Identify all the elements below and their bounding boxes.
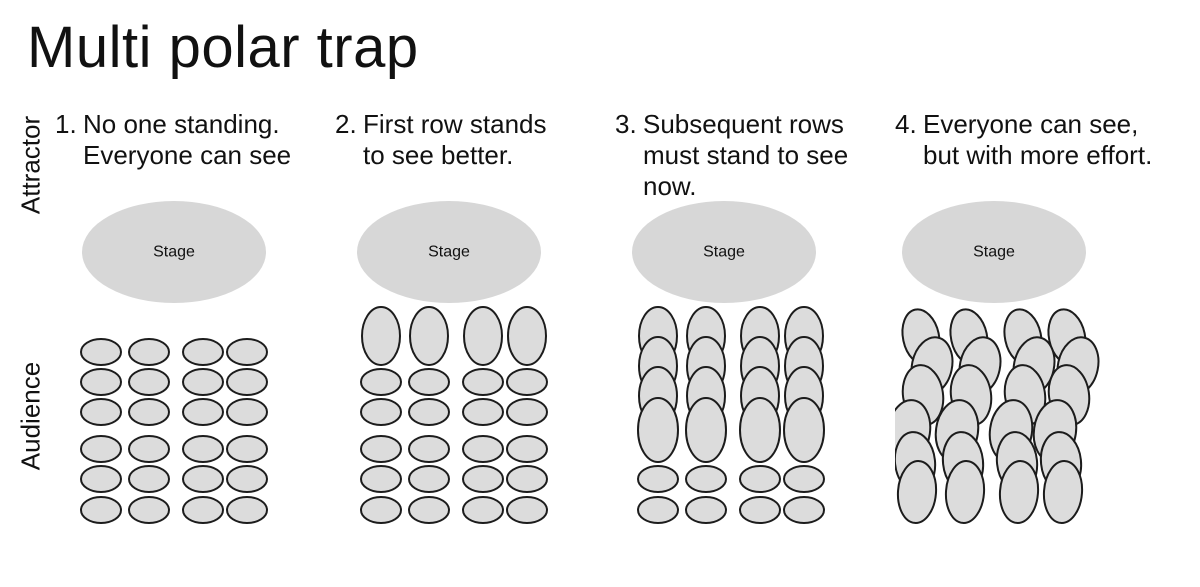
audience-member-ellipse-sitting [360,368,402,396]
audience-member-ellipse-standing [409,306,449,366]
audience-axis-label: Audience [15,361,46,471]
panel-2-caption-text: First row stands to see better. [363,109,547,170]
audience-member-ellipse-sitting [226,496,268,524]
stage-label: Stage [428,244,470,261]
stage-label: Stage [153,244,195,261]
panel-1-caption-text: No one standing. Everyone can see [83,109,292,170]
audience-member-ellipse-sitting [506,398,548,426]
audience-member-ellipse-sitting [408,435,450,463]
audience-member-ellipse-sitting [637,496,679,524]
panel-3-caption: 3.Subsequent rows must stand to see now. [615,109,848,202]
stage-ellipse [902,201,1086,303]
audience-member-ellipse-sitting [80,465,122,493]
audience-member-ellipse-sitting [226,465,268,493]
audience-member-ellipse-standing [1042,460,1084,524]
audience-member-ellipse-sitting [128,465,170,493]
audience-member-ellipse-sitting [128,338,170,366]
audience-member-ellipse-sitting [80,398,122,426]
audience-member-ellipse-sitting [462,398,504,426]
audience-member-ellipse-sitting [360,496,402,524]
audience-member-ellipse-sitting [80,496,122,524]
audience-member-ellipse-sitting [739,465,781,493]
audience-member-ellipse-sitting [226,368,268,396]
stage-label: Stage [973,244,1015,261]
audience-member-ellipse-standing [463,306,503,366]
audience-member-ellipse-sitting [408,496,450,524]
audience-member-ellipse-sitting [128,435,170,463]
panel-1-caption: 1.No one standing. Everyone can see [55,109,291,171]
audience-member-ellipse-sitting [182,338,224,366]
audience-member-ellipse-sitting [462,435,504,463]
audience-member-ellipse-sitting [685,465,727,493]
panel-3-scene: Stage [632,201,825,524]
panel-4-scene: Stage [895,201,1100,524]
panel-1-scene: Stage [80,201,268,524]
panel-2-caption: 2.First row stands to see better. [335,109,547,171]
audience-member-ellipse-standing [783,397,825,463]
audience-member-ellipse-sitting [685,496,727,524]
panel-4-caption: 4.Everyone can see, but with more effort… [895,109,1152,171]
stage-ellipse [357,201,541,303]
audience-member-ellipse-sitting [226,398,268,426]
audience-member-ellipse-sitting [462,496,504,524]
page-title: Multi polar trap [27,15,419,80]
audience-member-ellipse-sitting [182,465,224,493]
panel-3: 3.Subsequent rows must stand to see now.… [615,0,895,587]
audience-member-ellipse-sitting [80,368,122,396]
audience-member-ellipse-sitting [182,435,224,463]
audience-member-ellipse-sitting [408,368,450,396]
audience-member-ellipse-sitting [182,398,224,426]
stage-ellipse [632,201,816,303]
panel-2: 2.First row stands to see better. Stage [335,0,615,587]
audience-member-ellipse-standing [739,397,781,463]
audience-member-ellipse-sitting [80,435,122,463]
panel-2-scene: Stage [357,201,548,524]
audience-member-ellipse-sitting [360,398,402,426]
audience-member-ellipse-standing [507,306,547,366]
audience-member-ellipse-sitting [637,465,679,493]
stage-ellipse [82,201,266,303]
audience-member-ellipse-sitting [226,338,268,366]
audience-member-ellipse-sitting [462,368,504,396]
audience-member-ellipse-sitting [408,465,450,493]
audience-member-ellipse-sitting [182,368,224,396]
panel-4-number: 4. [895,109,917,139]
audience-member-ellipse-standing [637,397,679,463]
audience-member-ellipse-sitting [739,496,781,524]
audience-member-ellipse-sitting [462,465,504,493]
audience-member-ellipse-sitting [128,398,170,426]
audience-member-ellipse-sitting [506,496,548,524]
audience-member-ellipse-standing [998,460,1040,524]
audience-member-ellipse-sitting [783,496,825,524]
stage-label: Stage [703,244,745,261]
panel-1-number: 1. [55,109,77,139]
audience-member-ellipse-sitting [226,435,268,463]
audience-member-ellipse-standing [361,306,401,366]
audience-member-ellipse-standing [685,397,727,463]
audience-member-ellipse-sitting [783,465,825,493]
audience-member-ellipse-sitting [360,465,402,493]
audience-member-ellipse-standing [944,460,986,524]
audience-member-ellipse-sitting [128,368,170,396]
audience-member-ellipse-standing [896,460,938,524]
audience-member-ellipse-sitting [506,368,548,396]
audience-member-ellipse-sitting [182,496,224,524]
audience-member-ellipse-sitting [128,496,170,524]
audience-member-ellipse-sitting [506,465,548,493]
audience-member-ellipse-sitting [80,338,122,366]
audience-member-ellipse-sitting [360,435,402,463]
attractor-axis-label: Attractor [15,115,46,215]
panel-4-caption-text: Everyone can see, but with more effort. [923,109,1153,170]
audience-member-ellipse-sitting [506,435,548,463]
panel-4: 4.Everyone can see, but with more effort… [895,0,1175,587]
panel-3-caption-text: Subsequent rows must stand to see now. [643,109,849,201]
audience-member-ellipse-sitting [408,398,450,426]
panel-3-number: 3. [615,109,637,139]
panel-2-number: 2. [335,109,357,139]
